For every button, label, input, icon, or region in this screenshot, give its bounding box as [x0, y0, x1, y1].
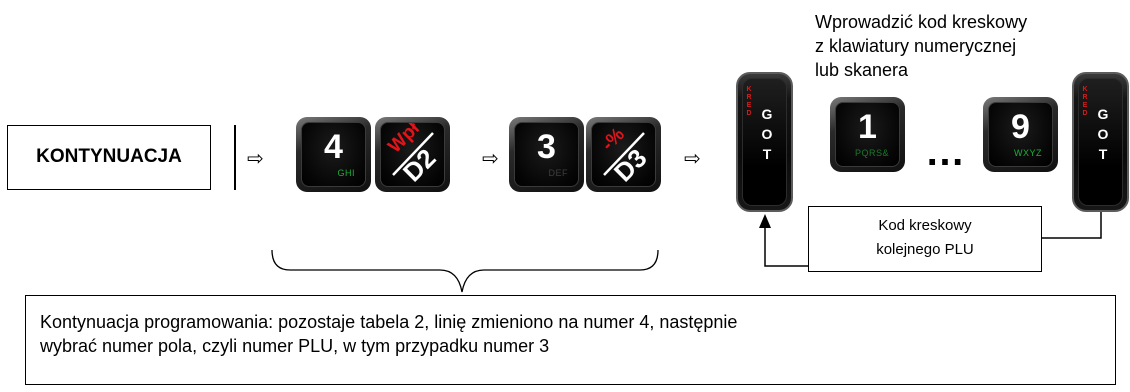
key-9[interactable]: 9 WXYZ: [983, 97, 1058, 172]
slash-icon: [603, 132, 645, 176]
kontynuacja-divider: [234, 125, 236, 190]
kontynuacja-box: KONTYNUACJA: [7, 125, 211, 190]
instruction-line: z klawiatury numerycznej: [815, 36, 1017, 56]
instruction-line: lub skanera: [815, 60, 909, 80]
arrow-icon: ⇨: [482, 148, 499, 170]
key-digit: 1: [858, 108, 877, 146]
key-4[interactable]: 4 GHI: [296, 117, 371, 192]
loop-return-line: [764, 226, 808, 267]
loop-arrowhead-icon: [759, 214, 771, 228]
key-3[interactable]: 3 DEF: [509, 117, 584, 192]
key-letters: GHI: [337, 168, 355, 178]
key-letters: DEF: [548, 168, 568, 178]
loop-box-line: Kod kreskowy: [878, 217, 972, 234]
arrow-icon: ⇨: [684, 148, 701, 170]
kontynuacja-label: KONTYNUACJA: [36, 146, 182, 167]
key-d2[interactable]: Wpł D2: [375, 117, 450, 192]
key-digit: 9: [1011, 108, 1030, 146]
key-letters: WXYZ: [1014, 148, 1042, 158]
loop-box: Kod kreskowy kolejnego PLU: [808, 206, 1042, 272]
key-digit: 3: [537, 128, 556, 166]
instruction-text: Wprowadzić kod kreskowy z klawiatury num…: [815, 10, 1027, 82]
instruction-line: Wprowadzić kod kreskowy: [815, 12, 1028, 32]
key-d3[interactable]: -% D3: [586, 117, 661, 192]
key-digit: 4: [324, 128, 343, 166]
curly-brace-icon: [271, 249, 659, 293]
description-box: Kontynuacja programowania: pozostaje tab…: [25, 295, 1116, 385]
loop-connector: [1042, 212, 1102, 239]
key-1[interactable]: 1 PQRS&: [830, 97, 905, 172]
key-letters: PQRS&: [854, 148, 889, 158]
ellipsis: …: [925, 130, 965, 174]
description-line: wybrać numer pola, czyli numer PLU, w ty…: [40, 336, 550, 356]
loop-box-line: kolejnego PLU: [876, 241, 974, 258]
arrow-icon: ⇨: [247, 148, 264, 170]
description-line: Kontynuacja programowania: pozostaje tab…: [40, 312, 738, 332]
slash-icon: [392, 132, 434, 176]
